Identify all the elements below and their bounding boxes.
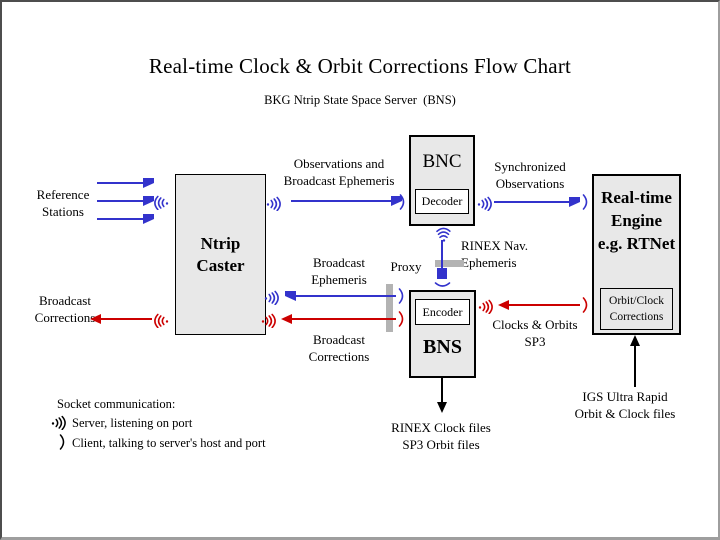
server-socket-icon-caster-right-eph xyxy=(264,287,281,306)
node-decoder-label: Decoder xyxy=(421,194,463,208)
bcm-line1: Broadcast xyxy=(313,332,365,347)
proxy-bar-horizontal xyxy=(435,260,464,267)
clk-line1: Clocks & Orbits xyxy=(492,317,578,332)
igs-line2: Orbit & Clock files xyxy=(574,406,676,421)
arrow-synchronized-observations xyxy=(494,201,569,203)
rcf-line2: SP3 Orbit files xyxy=(402,437,480,452)
proxy-text: Proxy xyxy=(390,259,422,274)
bem-line1: Broadcast xyxy=(313,255,365,270)
server-socket-icon-bns-right xyxy=(478,296,495,315)
label-igs-ultra-rapid: IGS Ultra Rapid Orbit & Clock files xyxy=(562,388,688,422)
arrow-broadcast-corrections-mid xyxy=(292,318,396,320)
server-socket-icon-caster-left-obs xyxy=(152,192,169,211)
legend-client-text: Client, talking to server's host and por… xyxy=(72,436,266,450)
client-socket-legend-icon xyxy=(58,433,67,451)
client-socket-icon-engine-left-corr xyxy=(581,296,590,314)
arrowhead-ref-1 xyxy=(143,178,154,188)
label-broadcast-ephemeris-mid: Broadcast Ephemeris xyxy=(294,254,384,288)
server-socket-icon-caster-right-obs xyxy=(266,193,283,212)
label-clocks-orbits-sp3: Clocks & Orbits SP3 xyxy=(485,316,585,350)
client-socket-icon-bnc-left xyxy=(398,193,407,211)
node-ntrip-caster-label: Ntrip Caster xyxy=(176,175,265,334)
node-decoder: Decoder xyxy=(415,189,469,214)
engine-line2: Engine xyxy=(610,211,663,230)
node-bnc-label: BNC xyxy=(422,151,462,172)
server-socket-legend-icon xyxy=(51,412,68,431)
page-title: Real-time Clock & Orbit Corrections Flow… xyxy=(148,54,572,78)
client-socket-icon-bns-top xyxy=(434,281,452,290)
node-orbit-clock-corrections: Orbit/Clock Corrections xyxy=(600,288,673,330)
label-observations-and-ephemeris: Observations and Broadcast Ephemeris xyxy=(264,155,414,189)
arrowhead-broadcast-corrections-mid xyxy=(281,314,292,324)
client-socket-icon-engine-left-obs xyxy=(581,193,590,211)
rcf-line1: RINEX Clock files xyxy=(391,420,491,435)
arrow-broadcast-corrections-out xyxy=(101,318,152,320)
arrow-igs-input xyxy=(634,346,636,387)
label-reference-stations: Reference Stations xyxy=(17,186,109,220)
orbit-clock-line2: Corrections xyxy=(609,311,664,323)
server-socket-icon-caster-left-corr xyxy=(152,310,169,329)
arrowhead-observations xyxy=(391,196,402,206)
engine-line3: e.g. RTNet xyxy=(597,234,676,253)
label-proxy: Proxy xyxy=(385,258,427,275)
clk-line2: SP3 xyxy=(524,334,546,349)
rinexnav-line2: Ephemeris xyxy=(461,255,517,270)
engine-line1: Real-time xyxy=(601,188,672,207)
node-ntrip-caster: Ntrip Caster xyxy=(175,174,266,335)
arrowhead-igs-input xyxy=(630,335,640,346)
arrowhead-synchronized xyxy=(569,197,580,207)
node-realtime-engine: Real-time Engine e.g. RTNet Orbit/Clock … xyxy=(592,174,681,335)
ref-line1: Reference xyxy=(36,187,90,202)
ntrip-line2: Caster xyxy=(196,255,245,275)
node-realtime-engine-label: Real-time Engine e.g. RTNet xyxy=(594,186,679,255)
bem-line2: Ephemeris xyxy=(311,272,367,287)
arrow-observations xyxy=(291,200,391,202)
arrowhead-bns-output xyxy=(437,402,447,413)
label-broadcast-corrections-mid: Broadcast Corrections xyxy=(289,331,389,365)
arrowhead-ref-3 xyxy=(143,214,154,224)
arrow-bns-output xyxy=(441,377,443,403)
arrow-ref-station-3 xyxy=(97,218,143,220)
arrowhead-broadcast-corrections-out xyxy=(90,314,101,324)
legend-heading: Socket communication: xyxy=(57,397,176,411)
client-socket-icon-bns-left-eph xyxy=(397,287,406,305)
bco-line1: Broadcast xyxy=(39,293,91,308)
client-socket-icon-bns-left-corr xyxy=(397,310,406,328)
arrow-clocks-orbits xyxy=(509,304,580,306)
arrow-ref-station-1 xyxy=(97,182,143,184)
ntrip-line1: Ntrip xyxy=(200,233,241,253)
arrow-broadcast-ephemeris xyxy=(296,295,396,297)
server-socket-icon-caster-right-corr xyxy=(261,310,278,329)
label-rinex-clock-files: RINEX Clock files SP3 Orbit files xyxy=(382,419,500,453)
label-rinex-nav-ephemeris: RINEX Nav. Ephemeris xyxy=(461,237,551,271)
page-subtitle: BKG Ntrip State Space Server (BNS) xyxy=(264,93,456,107)
node-bnc: BNC Decoder xyxy=(409,135,475,226)
ref-line2: Stations xyxy=(42,204,84,219)
obs-line1: Observations and xyxy=(293,156,385,171)
server-socket-icon-bnc-right xyxy=(477,193,494,212)
arrowhead-rinex-nav xyxy=(437,268,447,279)
server-socket-icon-bnc-bottom xyxy=(433,226,451,243)
igs-line1: IGS Ultra Rapid xyxy=(582,389,668,404)
node-bns: Encoder BNS xyxy=(409,290,476,378)
node-bns-label: BNS xyxy=(423,336,462,358)
bco-line2: Corrections xyxy=(34,310,96,325)
arrow-ref-station-2 xyxy=(97,200,143,202)
label-broadcast-corrections-out: Broadcast Corrections xyxy=(10,292,120,326)
legend-server-text: Server, listening on port xyxy=(72,416,193,430)
node-encoder-label: Encoder xyxy=(422,305,463,319)
proxy-bar-vertical xyxy=(386,284,393,332)
sync-line2: Observations xyxy=(495,176,565,191)
obs-line2: Broadcast Ephemeris xyxy=(283,173,395,188)
bcm-line2: Corrections xyxy=(308,349,370,364)
arrowhead-broadcast-ephemeris xyxy=(285,291,296,301)
arrow-rinex-nav-down xyxy=(441,240,443,268)
rinexnav-line1: RINEX Nav. xyxy=(461,238,529,253)
orbit-clock-line1: Orbit/Clock xyxy=(609,295,664,307)
arrowhead-ref-2 xyxy=(143,196,154,206)
label-synchronized-observations: Synchronized Observations xyxy=(484,158,576,192)
node-encoder: Encoder xyxy=(415,299,470,325)
sync-line1: Synchronized xyxy=(494,159,566,174)
arrowhead-clocks-orbits xyxy=(498,300,509,310)
